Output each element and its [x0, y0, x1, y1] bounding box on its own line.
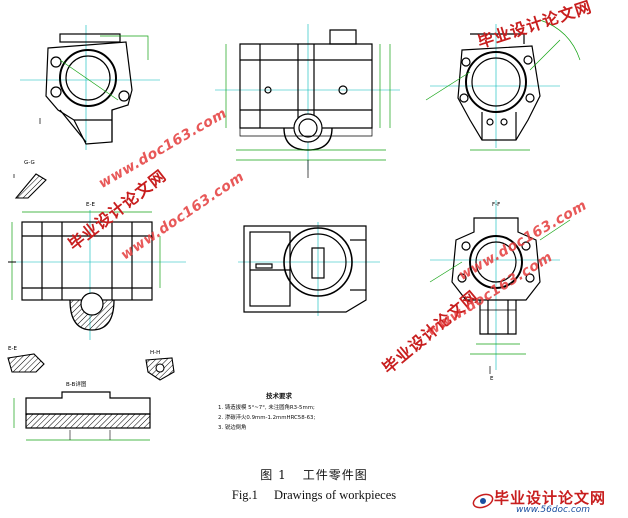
view-top-right: [425, 19, 581, 151]
label-b-detail: B-B详图: [66, 380, 87, 388]
figure-caption-en-label: Fig.1: [231, 488, 258, 502]
logo-url: www.56doc.com: [516, 505, 591, 515]
view-e-e: [8, 210, 186, 340]
view-f-f: [429, 200, 571, 374]
label-h-h: H-H: [150, 350, 160, 356]
figure-caption-cn-label: 图 1: [260, 468, 287, 482]
view-g-g: [13, 173, 47, 199]
label-f-f: F-F: [492, 202, 500, 208]
tech-req-title: 技术要求: [266, 392, 292, 400]
logo-text: 毕业设计论文网: [494, 489, 607, 507]
view-top-middle: [215, 24, 400, 178]
site-logo: 毕业设计论文网 www.56doc.com: [472, 486, 628, 518]
figure-caption-en-text: Drawings of workpieces: [273, 488, 397, 502]
label-e-e-small: E-E: [8, 346, 17, 352]
logo-mark-icon: [472, 493, 494, 509]
view-middle-center: [238, 222, 380, 316]
figure-caption-cn-text: 工件零件图: [302, 468, 368, 482]
view-e-e-small: [7, 353, 45, 373]
tech-req-item-1: 1. 铸造拔模 5°~7°, 未注圆角R3-5mm;: [218, 405, 315, 411]
view-top-left: [20, 25, 160, 150]
label-e-e: E-E: [86, 202, 95, 208]
figure-caption-en: Fig.1 Drawings of workpieces: [0, 488, 628, 503]
label-g-g: G-G: [24, 160, 35, 166]
technical-requirements: 技术要求 1. 铸造拔模 5°~7°, 未注圆角R3-5mm; 2. 渗碳淬火0…: [218, 391, 378, 433]
tech-req-item-2: 2. 渗碳淬火0.9mm-1.2mmHRC58-63;: [218, 415, 316, 421]
label-e-mark: E: [490, 376, 494, 382]
view-h-h: [145, 357, 175, 381]
view-b-detail: [13, 391, 151, 441]
tech-req-item-3: 3. 锐边倒角: [218, 425, 247, 431]
figure-caption-cn: 图 1 工件零件图: [0, 466, 628, 483]
